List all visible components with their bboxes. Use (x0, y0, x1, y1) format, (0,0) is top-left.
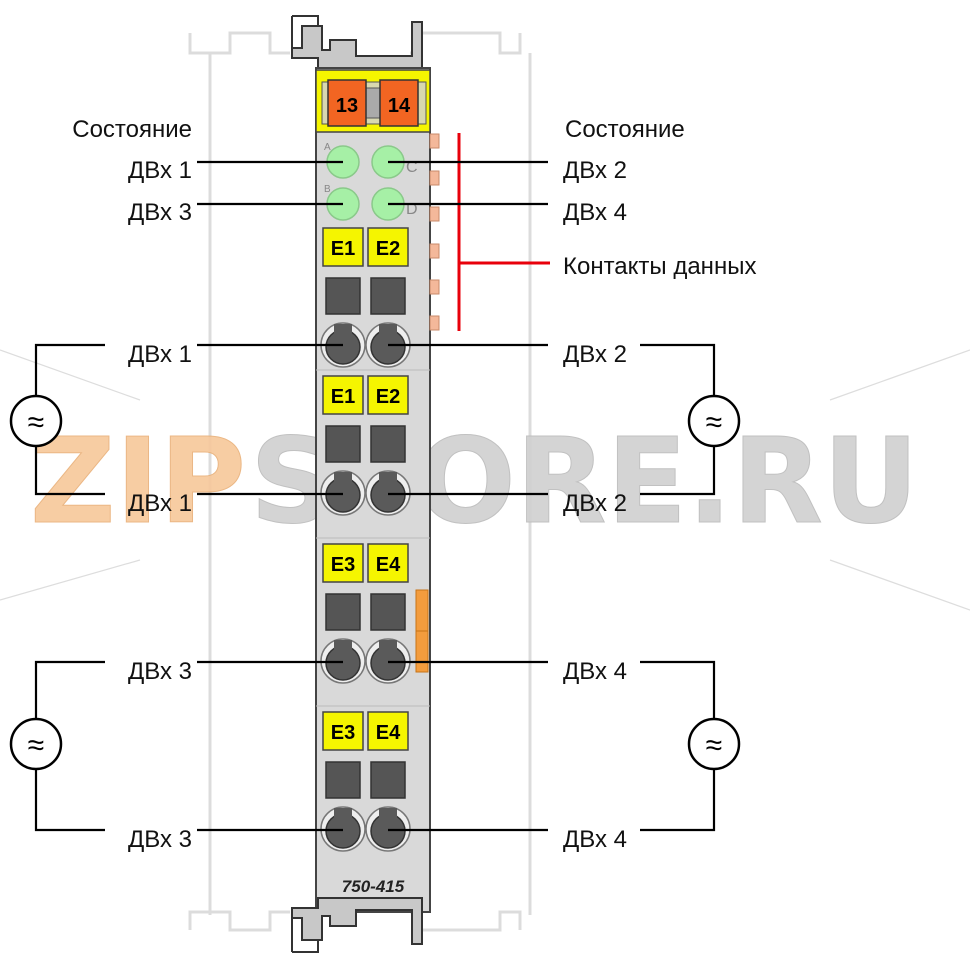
release-button[interactable] (325, 425, 361, 463)
ac-glyph-2: ≈ (706, 406, 722, 439)
data-contacts-bracket (457, 133, 550, 331)
release-button[interactable] (370, 761, 406, 799)
clamp-slot (379, 808, 397, 828)
terminal-tag (322, 543, 364, 583)
terminal-label-din1-top: ДВх 1 (128, 341, 192, 368)
terminal-tag (322, 227, 364, 267)
terminal-tag (322, 711, 364, 751)
terminal-tag-label: E3 (331, 722, 355, 744)
terminal-label-din4-bottom: ДВх 4 (563, 826, 627, 853)
led-c-letter: C (406, 159, 418, 176)
led-b-letter: B (324, 184, 331, 195)
status-label-left: Состояние (72, 116, 192, 143)
top-latch (291, 16, 423, 71)
terminal-label-din1-bottom: ДВх 1 (128, 490, 192, 517)
terminal-label-din2-top: ДВх 2 (563, 341, 627, 368)
terminal-label-din4-top: ДВх 4 (563, 658, 627, 685)
power-contact-14 (379, 79, 419, 127)
power-contact-13-label: 13 (336, 95, 358, 117)
ac-source-din2 (687, 394, 741, 448)
led-a-letter: A (324, 142, 331, 153)
data-contacts-label: Контакты данных (563, 253, 756, 280)
clamp-slot (379, 324, 397, 344)
led-leader-lines (197, 160, 548, 206)
clamp-slot (334, 640, 352, 660)
ac-glyph-3: ≈ (28, 729, 44, 762)
ac-source-din1 (9, 394, 63, 448)
watermark-lines (0, 349, 970, 611)
clamp-slot (379, 472, 397, 492)
led-label-din4: ДВх 4 (563, 199, 627, 226)
terminal-tag (367, 375, 409, 415)
terminal-tag (367, 543, 409, 583)
clamp-slot (334, 808, 352, 828)
terminal-label-din3-bottom: ДВх 3 (128, 826, 192, 853)
terminal-tag-label: E2 (376, 238, 400, 260)
release-button[interactable] (325, 593, 361, 631)
release-button[interactable] (325, 761, 361, 799)
clamp-slot (379, 640, 397, 660)
terminal-tag-label: E4 (376, 554, 401, 576)
terminal-tag-label: E2 (376, 386, 400, 408)
led-label-din1: ДВх 1 (128, 157, 192, 184)
terminal-tag (367, 227, 409, 267)
terminal-tag (322, 375, 364, 415)
terminal-tag (367, 711, 409, 751)
ac-source-din3 (9, 717, 63, 771)
part-number: 750-415 (342, 877, 405, 896)
clamp-slot (334, 324, 352, 344)
release-button[interactable] (370, 593, 406, 631)
terminal-tag-label: E3 (331, 554, 355, 576)
led-d-letter: D (406, 201, 418, 218)
release-button[interactable] (370, 425, 406, 463)
power-contact-14-label: 14 (388, 95, 411, 117)
power-contact-13 (327, 79, 367, 127)
terminal-label-din3-top: ДВх 3 (128, 658, 192, 685)
ac-source-symbols (9, 394, 741, 771)
ac-glyph-4: ≈ (706, 729, 722, 762)
release-button[interactable] (370, 277, 406, 315)
ac-source-din4 (687, 717, 741, 771)
labels: Состояние ДВх 1 ДВх 3 Состояние ДВх 2 ДВ… (72, 116, 756, 853)
led-label-din2: ДВх 2 (563, 157, 627, 184)
ac-glyph-1: ≈ (28, 406, 44, 439)
terminal-leader-lines (197, 343, 548, 832)
bottom-latch (291, 897, 423, 952)
data-contacts (429, 133, 440, 331)
release-button[interactable] (325, 277, 361, 315)
watermark: ZIP STORE.RU (30, 412, 920, 551)
terminal-tag-label: E4 (376, 722, 401, 744)
terminal-label-din2-bottom: ДВх 2 (563, 490, 627, 517)
status-label-right: Состояние (565, 116, 685, 143)
clamp-slot (334, 472, 352, 492)
terminal-tag-label: E1 (331, 386, 355, 408)
led-label-din3: ДВх 3 (128, 199, 192, 226)
sensor-wiring (34, 343, 716, 832)
terminal-tag-label: E1 (331, 238, 355, 260)
svg-text:ZIP: ZIP (30, 412, 246, 550)
